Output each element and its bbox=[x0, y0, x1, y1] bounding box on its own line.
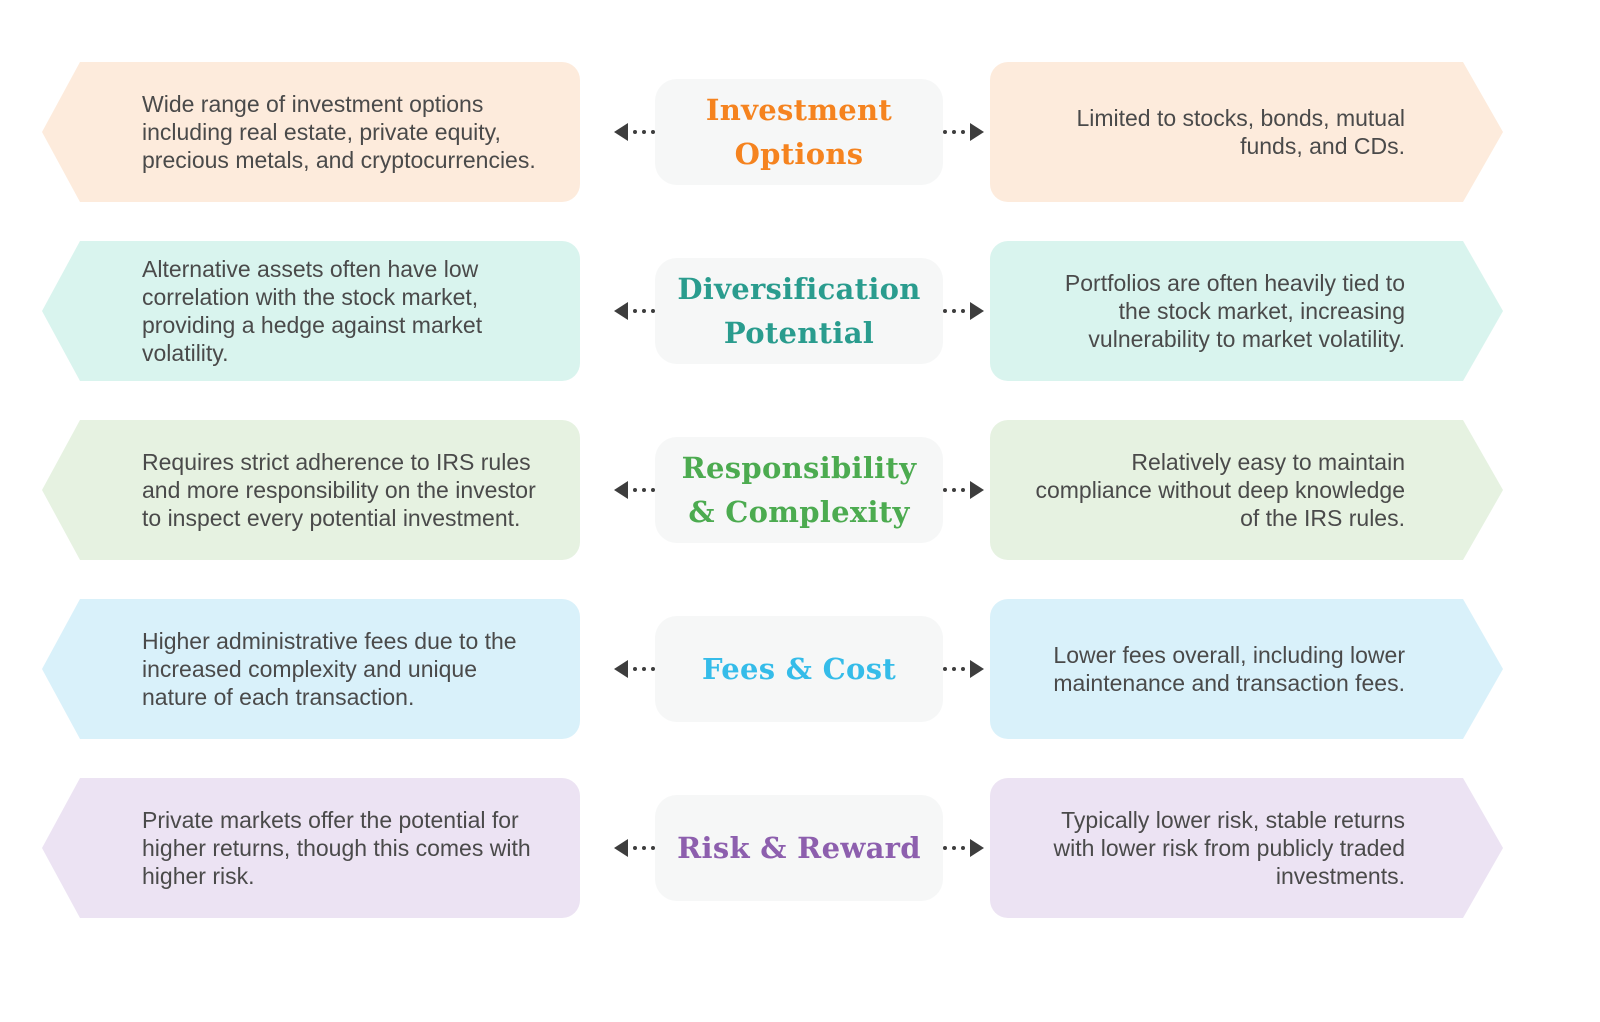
category-label-card: Fees & Cost bbox=[655, 616, 943, 722]
connector-dot-icon bbox=[651, 846, 655, 850]
category-label: Risk & Reward bbox=[677, 831, 921, 865]
connector-dot-icon bbox=[642, 846, 646, 850]
connector-dot-icon bbox=[952, 846, 956, 850]
right-detail-card: Lower fees overall, including lower main… bbox=[990, 599, 1503, 739]
left-detail-text: Private markets offer the potential for … bbox=[142, 807, 531, 889]
arrowhead-right-icon bbox=[970, 839, 984, 857]
right-detail-text: Relatively easy to maintain compliance w… bbox=[1035, 449, 1405, 531]
category-label-card: Diversification Potential bbox=[655, 258, 943, 364]
arrowhead-left-icon bbox=[614, 660, 628, 678]
right-detail-card: Portfolios are often heavily tied to the… bbox=[990, 241, 1503, 381]
connector-dot-icon bbox=[651, 309, 655, 313]
connector-dot-icon bbox=[651, 130, 655, 134]
connector-dot-icon bbox=[642, 667, 646, 671]
connector-dot-icon bbox=[943, 846, 947, 850]
connector-dot-icon bbox=[961, 846, 965, 850]
right-detail-card: Relatively easy to maintain compliance w… bbox=[990, 420, 1503, 560]
connector-dot-icon bbox=[961, 667, 965, 671]
left-detail-card: Wide range of investment options includi… bbox=[42, 62, 580, 202]
comparison-row: Alternative assets often have low correl… bbox=[42, 241, 1503, 381]
arrowhead-right-icon bbox=[970, 123, 984, 141]
arrowhead-right-icon bbox=[970, 302, 984, 320]
connector-dot-icon bbox=[961, 309, 965, 313]
connector-dot-icon bbox=[943, 309, 947, 313]
right-dotted-connector bbox=[943, 302, 990, 320]
right-detail-text: Limited to stocks, bonds, mutual funds, … bbox=[1076, 105, 1405, 159]
right-detail-card: Limited to stocks, bonds, mutual funds, … bbox=[990, 62, 1503, 202]
comparison-row: Private markets offer the potential for … bbox=[42, 778, 1503, 918]
arrowhead-right-icon bbox=[970, 481, 984, 499]
left-detail-card: Higher administrative fees due to the in… bbox=[42, 599, 580, 739]
connector-dot-icon bbox=[642, 309, 646, 313]
comparison-row: Requires strict adherence to IRS rules a… bbox=[42, 420, 1503, 560]
right-detail-text: Portfolios are often heavily tied to the… bbox=[1064, 270, 1405, 352]
connector-dot-icon bbox=[943, 130, 947, 134]
right-detail-text: Lower fees overall, including lower main… bbox=[1053, 642, 1405, 696]
right-dotted-connector bbox=[943, 839, 990, 857]
category-label: Responsibility & Complexity bbox=[681, 451, 917, 529]
comparison-row: Wide range of investment options includi… bbox=[42, 62, 1503, 202]
left-detail-text: Wide range of investment options includi… bbox=[142, 91, 536, 173]
connector-dot-icon bbox=[651, 488, 655, 492]
arrowhead-right-icon bbox=[970, 660, 984, 678]
right-dotted-connector bbox=[943, 660, 990, 678]
left-detail-card: Private markets offer the potential for … bbox=[42, 778, 580, 918]
connector-dot-icon bbox=[943, 488, 947, 492]
connector-dot-icon bbox=[642, 488, 646, 492]
left-detail-card: Alternative assets often have low correl… bbox=[42, 241, 580, 381]
category-label: Fees & Cost bbox=[701, 652, 897, 686]
left-dotted-connector bbox=[580, 302, 655, 320]
connector-dot-icon bbox=[952, 130, 956, 134]
arrowhead-left-icon bbox=[614, 123, 628, 141]
category-label: Diversification Potential bbox=[677, 272, 921, 350]
right-detail-card: Typically lower risk, stable returns wit… bbox=[990, 778, 1503, 918]
connector-dot-icon bbox=[651, 667, 655, 671]
category-label-card: Responsibility & Complexity bbox=[655, 437, 943, 543]
left-dotted-connector bbox=[580, 481, 655, 499]
right-dotted-connector bbox=[943, 123, 990, 141]
connector-dot-icon bbox=[633, 488, 637, 492]
category-label: Investment Options bbox=[705, 93, 893, 171]
arrowhead-left-icon bbox=[614, 839, 628, 857]
left-detail-text: Alternative assets often have low correl… bbox=[142, 256, 483, 366]
connector-dot-icon bbox=[952, 667, 956, 671]
left-dotted-connector bbox=[580, 660, 655, 678]
connector-dot-icon bbox=[943, 667, 947, 671]
left-detail-text: Higher administrative fees due to the in… bbox=[142, 628, 517, 710]
category-label-card: Investment Options bbox=[655, 79, 943, 185]
comparison-row: Higher administrative fees due to the in… bbox=[42, 599, 1503, 739]
left-dotted-connector bbox=[580, 839, 655, 857]
left-dotted-connector bbox=[580, 123, 655, 141]
connector-dot-icon bbox=[961, 488, 965, 492]
connector-dot-icon bbox=[633, 667, 637, 671]
connector-dot-icon bbox=[961, 130, 965, 134]
left-detail-card: Requires strict adherence to IRS rules a… bbox=[42, 420, 580, 560]
connector-dot-icon bbox=[952, 309, 956, 313]
connector-dot-icon bbox=[633, 846, 637, 850]
comparison-diagram: Wide range of investment options includi… bbox=[42, 62, 1503, 918]
connector-dot-icon bbox=[952, 488, 956, 492]
right-dotted-connector bbox=[943, 481, 990, 499]
right-detail-text: Typically lower risk, stable returns wit… bbox=[1053, 807, 1405, 889]
connector-dot-icon bbox=[633, 309, 637, 313]
left-detail-text: Requires strict adherence to IRS rules a… bbox=[142, 449, 536, 531]
connector-dot-icon bbox=[642, 130, 646, 134]
arrowhead-left-icon bbox=[614, 481, 628, 499]
arrowhead-left-icon bbox=[614, 302, 628, 320]
connector-dot-icon bbox=[633, 130, 637, 134]
category-label-card: Risk & Reward bbox=[655, 795, 943, 901]
